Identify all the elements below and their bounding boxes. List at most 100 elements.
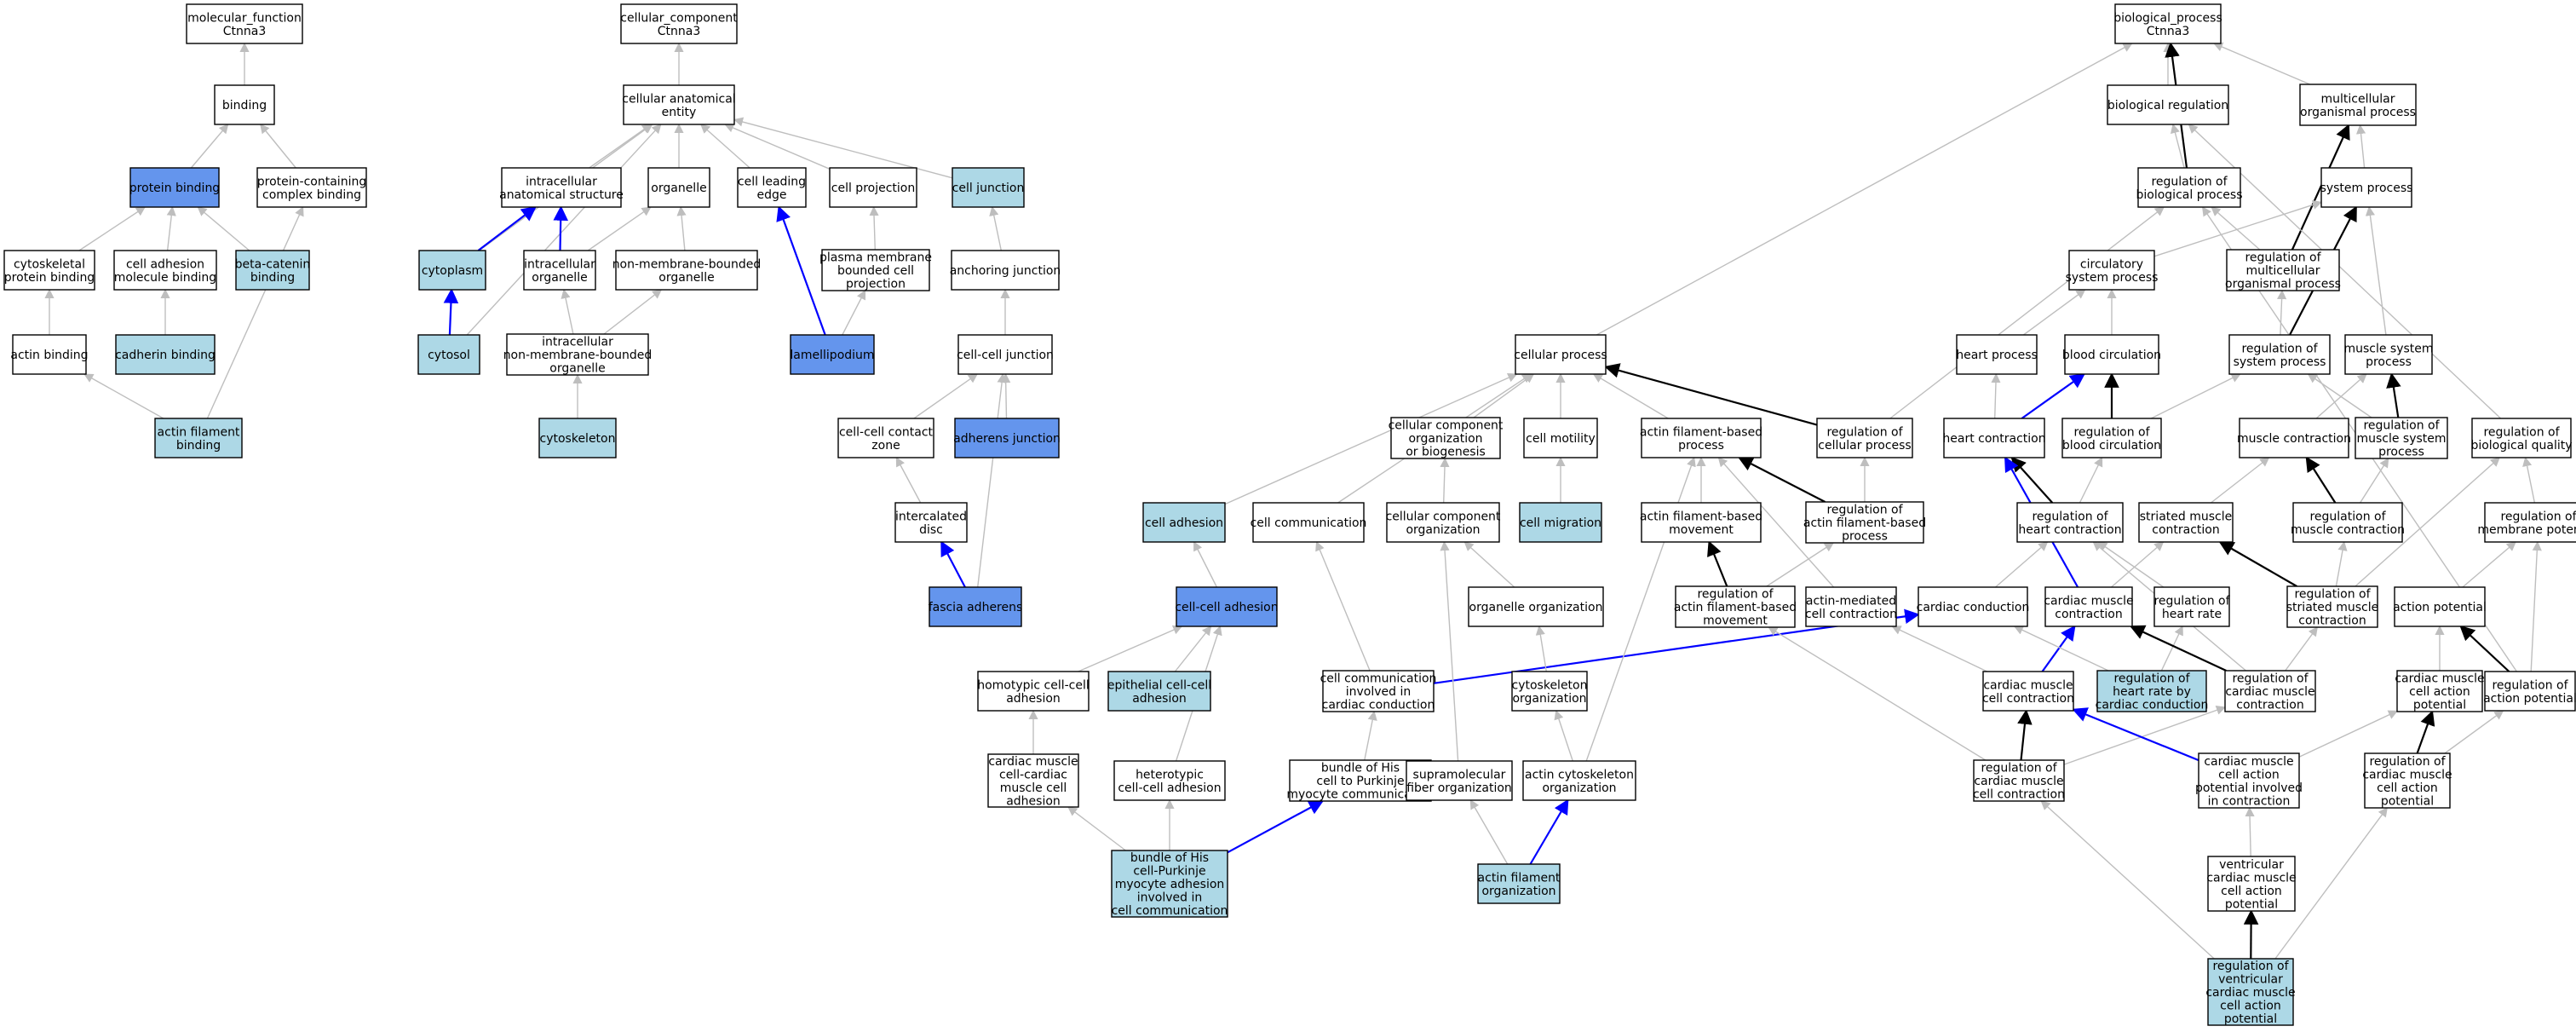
node-cytoplasm: cytoplasm bbox=[418, 250, 486, 291]
node-label: cell adhesion bbox=[126, 257, 204, 271]
node-label: protein binding bbox=[4, 271, 95, 285]
edge-afo-to-sfo bbox=[1469, 799, 1509, 865]
node-label: heterotypic bbox=[1136, 768, 1204, 781]
node-label: binding bbox=[250, 271, 295, 285]
node-label: cytoskeleton bbox=[540, 432, 616, 446]
node-box bbox=[12, 334, 87, 375]
node-label: striated muscle bbox=[2140, 510, 2232, 523]
node-box bbox=[1142, 502, 1226, 543]
node-cardiac_conduction: cardiac conduction bbox=[1917, 586, 2029, 627]
node-box bbox=[1322, 670, 1435, 712]
node-label: cardiac muscle bbox=[2362, 768, 2452, 781]
node-label: muscle cell bbox=[1000, 781, 1067, 795]
node-label: heart process bbox=[1956, 349, 2038, 362]
node-label: cardiac muscle bbox=[2204, 755, 2293, 769]
node-label: intracellular bbox=[526, 175, 597, 188]
node-box bbox=[154, 418, 243, 458]
node-adherens_junction: adherens junction bbox=[953, 418, 1061, 458]
node-box bbox=[615, 250, 758, 291]
edge-system_process-to-mop bbox=[2355, 124, 2366, 169]
node-label: actin cytoskeleton bbox=[1525, 768, 1634, 781]
edge-actin_filament_binding-to-protein_containing bbox=[206, 205, 304, 419]
node-label: organismal process bbox=[2225, 278, 2341, 291]
node-box bbox=[2364, 752, 2451, 809]
edge-protein_binding-to-binding bbox=[190, 124, 229, 169]
node-box bbox=[1816, 418, 1913, 458]
edge-cell_adhesion-to-cellular_process bbox=[1224, 372, 1518, 505]
node-box bbox=[2096, 670, 2207, 712]
node-box bbox=[214, 84, 275, 125]
node-label: cardiac muscle bbox=[2206, 871, 2296, 885]
node-cell_adhesion: cell adhesion bbox=[1142, 502, 1226, 543]
edge-rmop-to-mop bbox=[2291, 124, 2350, 251]
node-box bbox=[2207, 856, 2296, 912]
node-label: potential involved bbox=[2195, 781, 2303, 795]
node-label: involved in bbox=[1137, 891, 1203, 905]
node-label: potential bbox=[2225, 897, 2278, 911]
node-label: cell action bbox=[2218, 768, 2280, 781]
node-label: ventricular bbox=[2218, 973, 2283, 987]
node-label: cell action bbox=[2221, 885, 2282, 898]
edge-inmbo-to-nmbo bbox=[603, 289, 663, 335]
edge-rcmc-to-rsmc bbox=[2285, 626, 2318, 672]
edge-rsmc-to-rmc bbox=[2335, 540, 2348, 587]
edge-cco-to-ccob bbox=[1440, 457, 1450, 504]
node-box bbox=[2107, 84, 2229, 125]
node-label: regulation of bbox=[2483, 425, 2560, 439]
node-box bbox=[2471, 418, 2572, 458]
edge-rmp-to-rbq bbox=[2522, 456, 2536, 504]
edge-fascia_adherens-to-intercalated_disc bbox=[940, 540, 966, 588]
node-label: adhesion bbox=[1132, 692, 1187, 706]
node-label: cell leading bbox=[738, 175, 806, 188]
edge-cmcc-to-cmc bbox=[2041, 625, 2076, 672]
node-label: myocyte adhesion bbox=[1115, 878, 1225, 891]
node-box bbox=[129, 167, 220, 208]
node-box bbox=[1523, 418, 1598, 458]
node-box bbox=[2137, 167, 2241, 208]
node-cell_projection: cell projection bbox=[829, 167, 917, 208]
node-box bbox=[2484, 671, 2576, 712]
edge-cmcapic-to-cmcc bbox=[2072, 707, 2199, 762]
node-label: heart rate bbox=[2162, 608, 2222, 621]
node-label: membrane potential bbox=[2477, 523, 2576, 537]
node-label: actin filament-based bbox=[1674, 601, 1797, 614]
node-fascia_adherens: fascia adherens bbox=[929, 586, 1022, 627]
edge-anchoring_junction-to-cell_junction bbox=[989, 205, 1002, 251]
node-label: cell action bbox=[2220, 1000, 2281, 1013]
node-label: regulation of bbox=[2073, 425, 2150, 439]
node-label: organization bbox=[1512, 692, 1586, 706]
node-label: cell-cell adhesion bbox=[1175, 601, 1278, 614]
node-box bbox=[2138, 502, 2234, 543]
edge-smc-to-muscle_contraction bbox=[2211, 457, 2270, 504]
node-box bbox=[2292, 502, 2403, 543]
node-label: cadherin binding bbox=[115, 349, 216, 362]
node-box bbox=[1973, 759, 2065, 802]
node-label: heart rate by bbox=[2113, 685, 2191, 699]
node-label: bundle of His bbox=[1321, 762, 1400, 775]
edge-rap-to-rmp bbox=[2530, 540, 2542, 672]
node-label: cell-cell contact bbox=[839, 425, 934, 439]
node-label: cell-Purkinje bbox=[1133, 865, 1205, 879]
node-label: supramolecular bbox=[1413, 768, 1506, 781]
edge-rhrcc-to-cardiac_conduction bbox=[2013, 626, 2109, 672]
node-label: potential bbox=[2224, 1012, 2277, 1026]
edge-adherens_junction-to-cell_cell_junction bbox=[1001, 372, 1011, 419]
node-label: cell-cardiac bbox=[999, 768, 1067, 781]
node-label: cardiac muscle bbox=[2395, 672, 2484, 686]
node-label: cell migration bbox=[1520, 516, 1601, 530]
node-box bbox=[1519, 502, 1602, 543]
edge-rbc-to-rsp bbox=[2150, 373, 2241, 419]
